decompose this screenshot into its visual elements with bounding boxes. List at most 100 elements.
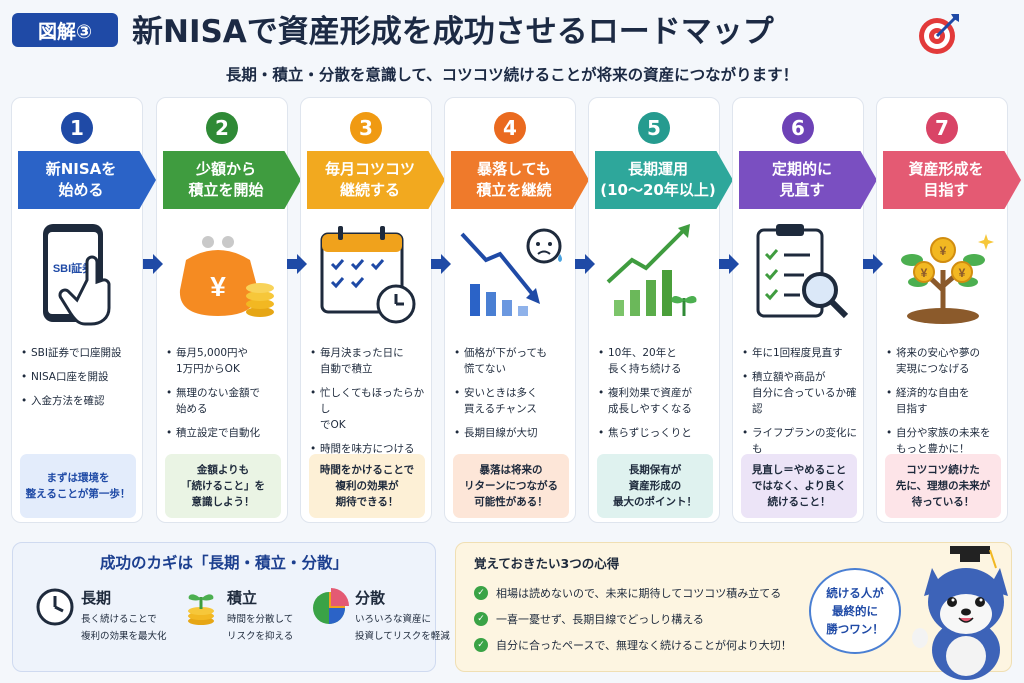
pie-chart-icon [313, 588, 349, 624]
coin-purse-icon: ¥ [179, 236, 274, 317]
tip-item: ✓一喜一憂せず、長期目線でどっしり構える [474, 609, 704, 629]
key-accumulation: 積立 時間を分散してリスクを抑える [181, 587, 319, 667]
step-number: 5 [638, 112, 670, 144]
step-note: コツコツ続けた先に、理想の未来が待っている！ [885, 454, 1001, 518]
step-note: まずは環境を整えることが第一歩！ [20, 454, 136, 518]
key-desc: 長く続けることで複利の効果を最大化 [81, 614, 167, 642]
step-note: 金額よりも「続けること」を意識しよう！ [165, 454, 281, 518]
tips-title: 覚えておきたい3つの心得 [474, 556, 620, 571]
step-card-5: 5 長期運用(10〜20年以上) 10年、20年と長く持ち続ける複利効果で資産が成長… [588, 97, 733, 523]
step-heading: 長期運用(10〜20年以上) [595, 151, 733, 209]
smartphone-icon: SBI証券 [43, 224, 111, 326]
page-title: 新NISAで資産形成を成功させるロードマップ [132, 14, 774, 50]
step-bullet: 長期目線が大切 [454, 425, 576, 441]
falling-chart-icon [460, 228, 562, 316]
step-number: 1 [61, 112, 93, 144]
svg-text:¥: ¥ [921, 266, 928, 280]
step-note: 長期保有が資産形成の最大のポイント！ [597, 454, 713, 518]
clipboard-checklist-icon [756, 224, 849, 319]
key-desc: 時間を分散してリスクを抑える [227, 614, 294, 642]
step-number: 7 [926, 112, 958, 144]
sprout-coins-icon [188, 594, 214, 625]
step-bullet-list: SBI証券で口座開設 NISA口座を開設入金方法を確認 [21, 345, 143, 417]
step-heading: 少額から積立を開始 [163, 151, 301, 209]
step-bullet: NISA口座を開設 [21, 369, 143, 385]
step-bullet-list: 将来の安心や夢の実現につなげる経済的な自由を目指す自分や家族の未来をもっと豊かに… [886, 345, 1008, 465]
step-note: 暴落は将来のリターンにつながる可能性がある！ [453, 454, 569, 518]
svg-text:¥: ¥ [210, 271, 226, 302]
growth-chart-icon [606, 224, 697, 316]
step-bullet: SBI証券で口座開設 [21, 345, 143, 361]
step-heading: 新NISAを始める [18, 151, 156, 209]
step-card-6: 6定期的に見直す年に1回程度見直す積立額や商品が自分に合っているか確認ライフプラ… [732, 97, 877, 523]
tip-item: ✓自分に合ったペースで、無理なく続けることが何より大切！ [474, 635, 792, 655]
step-heading: 毎月コツコツ継続する [307, 151, 445, 209]
success-keys-panel: 成功のカギは「長期・積立・分散」 長期 長く続けることで複利の効果を最大化 積立… [12, 542, 450, 672]
next-step-arrow-icon [431, 254, 451, 274]
step-heading: 資産形成を目指す [883, 151, 1021, 209]
tip-item: ✓相場は読めないので、未来に期待してコツコツ積み立てる [474, 583, 781, 603]
target-arrow-icon [919, 14, 959, 54]
step-number: 2 [206, 112, 238, 144]
step-bullet: 年に1回程度見直す [742, 345, 864, 361]
clock-icon [36, 588, 74, 626]
key-title: 長期 [81, 589, 112, 607]
step-note: 見直し＝やめることではなく、より良く続けること！ [741, 454, 857, 518]
step-bullet: 時間を味方につける [310, 441, 432, 457]
figure-badge: 図解③ [12, 13, 118, 47]
next-step-arrow-icon [863, 254, 883, 274]
step-bullet-list: 価格が下がっても慌てない安いときは多く買えるチャンス長期目線が大切 [454, 345, 576, 449]
step-bullet: 積立設定で自動化 [166, 425, 288, 441]
step-heading: 定期的に見直す [739, 151, 877, 209]
step-bullet: 焦らずじっくりと [598, 425, 720, 441]
svg-text:¥: ¥ [959, 266, 966, 280]
page-subtitle: 長期・積立・分散を意識して、コツコツ続けることが将来の資産につながります！ [225, 66, 799, 84]
step-bullet-list: 毎月決まった日に自動で積立忙しくてもほったらかしでOK 時間を味方につける [310, 345, 432, 465]
mascot-speech-bubble: 続ける人が最終的に勝つワン！ [809, 568, 901, 654]
success-keys-title: 成功のカギは「長期・積立・分散」 [99, 554, 348, 572]
key-long-term: 長期 長く続けることで複利の効果を最大化 [35, 587, 173, 667]
key-diversification: 分散 いろいろな資産に投資してリスクを軽減 [309, 587, 450, 667]
next-step-arrow-icon [287, 254, 307, 274]
svg-text:SBI証券: SBI証券 [53, 261, 94, 275]
step-note: 時間をかけることで複利の効果が期待できる！ [309, 454, 425, 518]
key-title: 分散 [355, 589, 386, 607]
step-number: 3 [350, 112, 382, 144]
next-step-arrow-icon [575, 254, 595, 274]
check-icon: ✓ [474, 638, 488, 652]
key-desc: いろいろな資産に投資してリスクを軽減 [355, 614, 450, 642]
calendar-icon [320, 226, 416, 324]
step-heading: 暴落しても積立を継続 [451, 151, 589, 209]
step-bullet-list: 10年、20年と長く持ち続ける複利効果で資産が成長しやすくなる焦らずじっくりと [598, 345, 720, 449]
next-step-arrow-icon [143, 254, 163, 274]
svg-text:¥: ¥ [940, 244, 947, 258]
step-card-3: 3 毎月コツコツ継続する毎月決まった日に自動で積立忙しくてもほったらかしでOK 時間… [300, 97, 445, 523]
shiba-mascot-icon [912, 546, 1008, 680]
step-card-4: 4 暴落しても積立を継続価格が下がっても慌てない安いときは多く買えるチャンス長期目… [444, 97, 589, 523]
tips-panel: 覚えておきたい3つの心得 ✓相場は読めないので、未来に期待してコツコツ積み立てる… [455, 542, 1012, 672]
check-icon: ✓ [474, 586, 488, 600]
check-icon: ✓ [474, 612, 488, 626]
key-title: 積立 [227, 589, 258, 607]
next-step-arrow-icon [719, 254, 739, 274]
money-tree-icon: ¥ ¥ ¥ [901, 234, 994, 324]
step-number: 6 [782, 112, 814, 144]
step-number: 4 [494, 112, 526, 144]
step-bullet: 入金方法を確認 [21, 393, 143, 409]
